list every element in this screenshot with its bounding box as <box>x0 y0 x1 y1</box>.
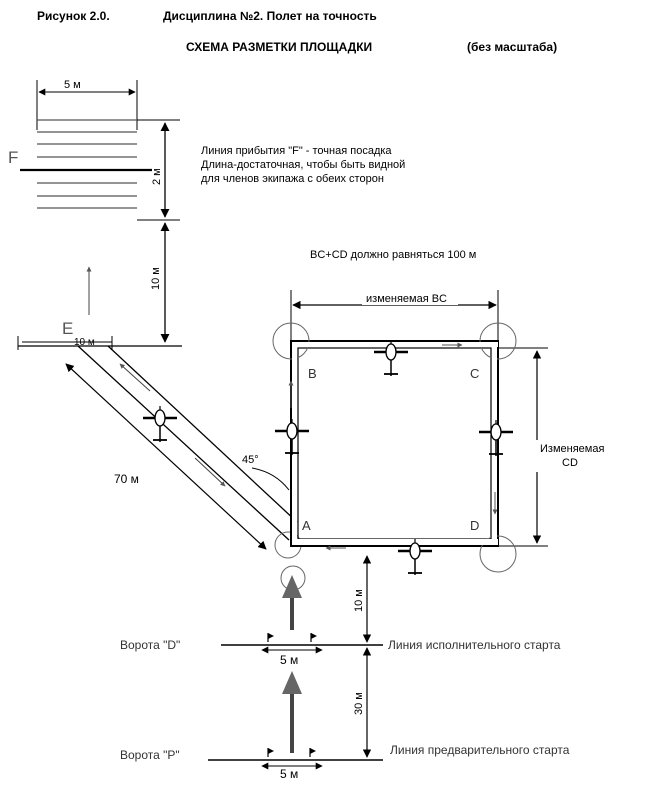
approach-section: 10 м E 10 м 70 м 45° <box>17 222 302 559</box>
corner-circle-c <box>479 322 517 360</box>
corner-d-label: D <box>470 518 479 533</box>
square-inner <box>297 347 492 540</box>
landing-note-line-2: Длина-достаточная, чтобы быть видной <box>201 159 405 171</box>
landing-height-label: 2 м <box>151 168 163 185</box>
gate-d-label: Ворота "D" <box>120 638 180 652</box>
cd-label-line-1: Изменяемая <box>540 443 604 455</box>
gate-flag-icon <box>309 747 317 758</box>
diagram-title: СХЕМА РАЗМЕТКИ ПЛОЩАДКИ <box>186 40 373 54</box>
corner-b-label: B <box>308 366 317 381</box>
aircraft-icon <box>141 404 179 444</box>
gate-p-label: Ворота "P" <box>120 748 180 762</box>
corner-circle-b <box>272 322 310 360</box>
start-area: 10 м Ворота "D" Линия исполнительного ст… <box>120 555 570 781</box>
corner-circle-d <box>479 535 517 573</box>
corridor-arrow-out <box>119 363 151 392</box>
prelim-start-line-label: Линия предварительного старта <box>390 743 570 757</box>
gate-d-width-label: 5 м <box>280 653 298 667</box>
landing-width-label: 5 м <box>64 79 81 91</box>
gate-e-width-label: 10 м <box>74 337 95 348</box>
corridor-arrow-in <box>194 457 226 487</box>
big-arrow-1-head <box>282 575 302 598</box>
approach-distance-label: 10 м <box>150 267 162 290</box>
angle-label: 45° <box>242 454 259 466</box>
corridor-length-label: 70 м <box>114 472 139 486</box>
square-course: BC+CD должно равняться 100 м изменяемая … <box>272 249 604 577</box>
dist-to-square-label: 10 м <box>353 589 365 612</box>
corner-a-label: A <box>302 518 311 533</box>
gate-e-letter: E <box>62 319 73 338</box>
gate-p-width-label: 5 м <box>280 767 298 781</box>
figure-label: Рисунок 2.0. <box>37 9 110 23</box>
square-outer <box>290 340 499 547</box>
sum-note: BC+CD должно равняться 100 м <box>310 249 476 261</box>
scale-note: (без масштаба) <box>467 40 558 54</box>
dist-between-gates-label: 30 м <box>353 692 365 715</box>
corner-c-label: C <box>470 366 479 381</box>
angle-arc <box>251 467 290 491</box>
landing-note-line-1: Линия прибытия "F" - точная посадка <box>201 145 392 157</box>
corridor-edge-inner <box>107 345 298 523</box>
discipline-title: Дисциплина №2. Полет на точность <box>163 9 377 23</box>
big-arrow-2-head <box>282 671 302 694</box>
landing-note-line-3: для членов экипажа с обеих сторон <box>201 173 384 185</box>
corridor-edge-outer <box>77 345 290 541</box>
gate-flag-icon <box>267 632 275 643</box>
aircraft-icon <box>477 418 515 458</box>
landing-stripes <box>37 119 137 209</box>
aircraft-icon <box>273 417 311 457</box>
bc-label: изменяемая BC <box>366 293 447 305</box>
gate-flag-icon <box>310 632 318 643</box>
landing-zone: 5 м F 2 м Линия прибытия "F" - точная по… <box>8 79 405 221</box>
cd-label-line-2: CD <box>562 457 578 469</box>
corridor-length-arrow <box>65 363 267 550</box>
gate-flag-icon <box>267 747 275 758</box>
line-f-letter: F <box>8 148 18 167</box>
exec-start-line-label: Линия исполнительного старта <box>388 638 561 652</box>
